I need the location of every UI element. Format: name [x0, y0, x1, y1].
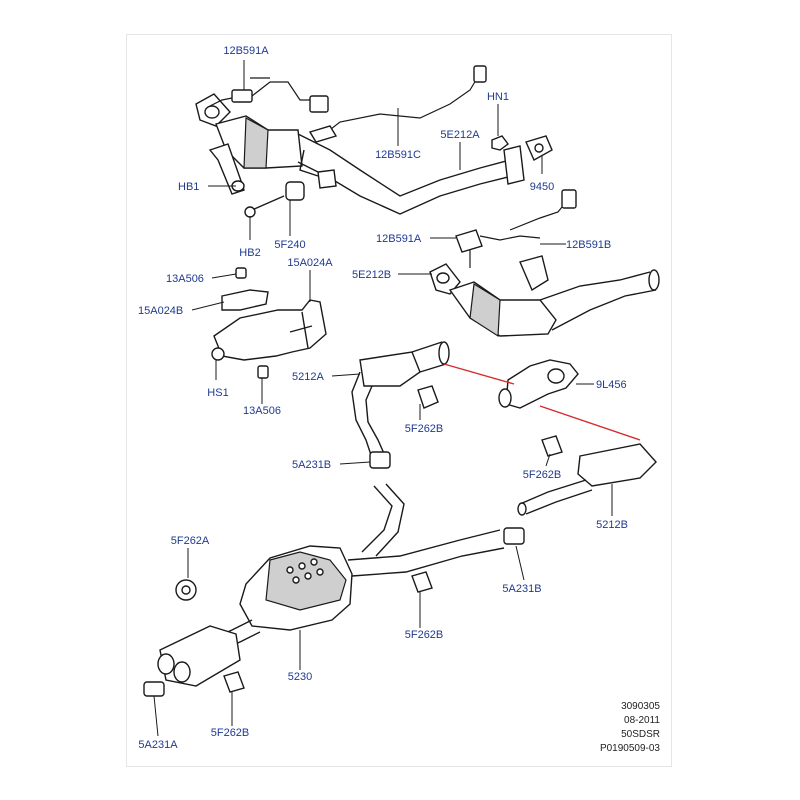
- leader-lines: [153, 60, 613, 737]
- callout-13a506-top: 13A506: [166, 273, 204, 285]
- reference-number: 3090305: [621, 701, 660, 712]
- callout-5f262b-right: 5F262B: [523, 469, 562, 481]
- callout-5e212a: 5E212A: [440, 129, 480, 141]
- callout-5f262b-upper: 5F262B: [405, 423, 444, 435]
- callout-hb1: HB1: [178, 181, 199, 193]
- oxygen-sensor-upstream: [209, 77, 329, 113]
- callout-hn1: HN1: [487, 91, 509, 103]
- callout-hs1: HS1: [207, 387, 228, 399]
- callout-12b591b: 12B591B: [566, 239, 611, 251]
- callout-5212b: 5212B: [596, 519, 628, 531]
- reference-block: 3090305 08-2011 50SDSR P0190509-03: [600, 701, 660, 754]
- front-silencer-a: [351, 341, 450, 459]
- mid-pipe-and-rear-silencer: [143, 483, 525, 697]
- callout-9l456: 9L456: [596, 379, 627, 391]
- heat-shield-brackets: [211, 267, 327, 379]
- callout-5e212b: 5E212B: [352, 269, 391, 281]
- callout-labels: 12B591A HN1 5E212A 12B591C HB1 9450 HB2 …: [138, 45, 628, 751]
- front-downpipe-assembly: [195, 93, 553, 218]
- hangers: [175, 385, 563, 693]
- callout-5a231a: 5A231A: [138, 739, 178, 751]
- callout-12b591a-top: 12B591A: [223, 45, 269, 57]
- callout-15a024a: 15A024A: [287, 257, 333, 269]
- callout-5f262a: 5F262A: [171, 535, 210, 547]
- callout-5230: 5230: [288, 671, 312, 683]
- oxygen-sensor-downstream: [308, 65, 487, 143]
- callout-5a231b-lower: 5A231B: [502, 583, 541, 595]
- callout-12b591c: 12B591C: [375, 149, 421, 161]
- callout-5a231b-upper: 5A231B: [292, 459, 331, 471]
- callout-5f240: 5F240: [274, 239, 305, 251]
- callout-5f262b-bottom: 5F262B: [211, 727, 250, 739]
- callout-15a024b: 15A024B: [138, 305, 183, 317]
- rear-silencer-b: [517, 443, 657, 516]
- clamp-upper: [369, 451, 391, 469]
- callout-9450: 9450: [530, 181, 554, 193]
- reference-date: 08-2011: [624, 715, 660, 726]
- reference-code: 50SDSR: [621, 729, 660, 740]
- replacement-tail-pipe: [443, 359, 641, 441]
- callout-12b591a-mid: 12B591A: [376, 233, 422, 245]
- rear-downpipe-assembly: [429, 189, 660, 338]
- callout-5212a: 5212A: [292, 371, 324, 383]
- callout-13a506-bottom: 13A506: [243, 405, 281, 417]
- callout-hb2: HB2: [239, 247, 260, 259]
- callout-5f262b-center: 5F262B: [405, 629, 444, 641]
- reference-illustration-id: P0190509-03: [600, 743, 660, 754]
